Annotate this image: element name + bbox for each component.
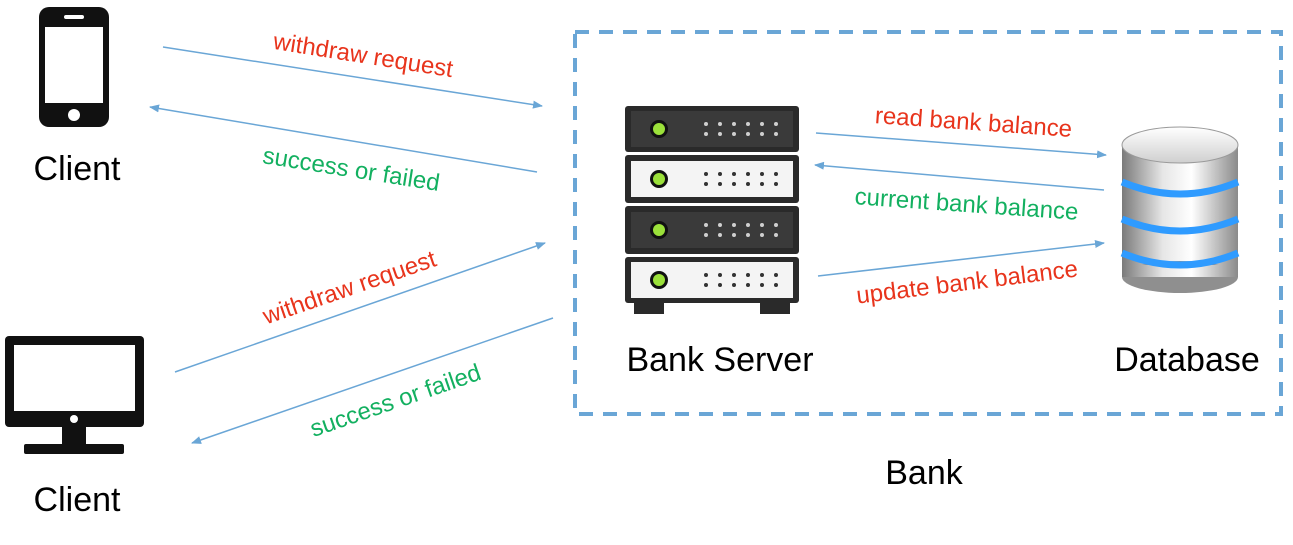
server-rack-icon	[625, 106, 799, 314]
server-vent-dot	[718, 132, 722, 136]
server-vent-dot	[718, 233, 722, 237]
server-vent-dot	[718, 223, 722, 227]
desktop-request-arrow	[174, 242, 546, 373]
server-vent-dot	[718, 122, 722, 126]
read-balance-arrow	[815, 132, 1107, 159]
server-vent-dot	[774, 132, 778, 136]
current-balance-arrow	[814, 161, 1105, 191]
current-balance-label: current bank balance	[854, 183, 1079, 226]
client-desktop-label: Client	[34, 481, 121, 519]
server-vent-dot	[718, 182, 722, 186]
server-vent-dot	[746, 273, 750, 277]
server-vent-dot	[718, 172, 722, 176]
server-vent-dot	[746, 172, 750, 176]
server-vent-dot	[760, 182, 764, 186]
server-vent-dot	[704, 283, 708, 287]
phone-request-label: withdraw request	[270, 28, 455, 83]
server-vent-dot	[704, 132, 708, 136]
server-vent-dot	[760, 283, 764, 287]
client-phone-label: Client	[34, 150, 121, 188]
desktop-response-label: success or failed	[307, 359, 485, 443]
server-vent-dot	[746, 132, 750, 136]
server-vent-dot	[732, 182, 736, 186]
desktop-response-arrow	[191, 317, 554, 444]
server-vent-dot	[774, 172, 778, 176]
server-vent-dot	[774, 283, 778, 287]
server-vent-dot	[704, 182, 708, 186]
server-vent-dot	[732, 122, 736, 126]
server-vent-dot	[760, 223, 764, 227]
server-vent-dot	[732, 132, 736, 136]
phone-request-arrow	[162, 46, 543, 109]
desktop-monitor-icon	[5, 336, 144, 454]
server-vent-dot	[704, 273, 708, 277]
desktop-request-label: withdraw request	[258, 246, 440, 331]
server-vent-dot	[732, 273, 736, 277]
server-vent-dot	[774, 182, 778, 186]
smartphone-icon	[39, 7, 109, 127]
server-vent-dot	[774, 233, 778, 237]
server-vent-dot	[704, 122, 708, 126]
server-vent-dot	[746, 283, 750, 287]
server-vent-dot	[746, 223, 750, 227]
phone-response-arrow	[149, 104, 538, 173]
server-vent-dot	[718, 283, 722, 287]
bank-boundary	[573, 30, 1283, 416]
database-cylinder-icon	[1120, 126, 1240, 293]
bank-server-label: Bank Server	[626, 341, 813, 379]
server-vent-dot	[746, 233, 750, 237]
server-vent-dot	[774, 223, 778, 227]
server-vent-dot	[704, 172, 708, 176]
server-vent-dot	[704, 233, 708, 237]
database-label: Database	[1114, 341, 1260, 379]
server-vent-dot	[774, 273, 778, 277]
update-balance-arrow	[817, 240, 1105, 277]
server-vent-dot	[732, 223, 736, 227]
read-balance-label: read bank balance	[874, 102, 1073, 143]
server-vent-dot	[760, 122, 764, 126]
server-vent-dot	[732, 283, 736, 287]
server-vent-dot	[732, 172, 736, 176]
server-vent-dot	[732, 233, 736, 237]
server-vent-dot	[774, 122, 778, 126]
server-vent-dot	[718, 273, 722, 277]
server-vent-dot	[760, 273, 764, 277]
server-vent-dot	[760, 233, 764, 237]
phone-response-label: success or failed	[261, 142, 442, 197]
server-vent-dot	[746, 122, 750, 126]
bank-boundary-label: Bank	[885, 454, 963, 492]
server-vent-dot	[704, 223, 708, 227]
server-vent-dot	[760, 132, 764, 136]
update-balance-label: update bank balance	[855, 256, 1079, 310]
server-vent-dot	[746, 182, 750, 186]
server-vent-dot	[760, 172, 764, 176]
